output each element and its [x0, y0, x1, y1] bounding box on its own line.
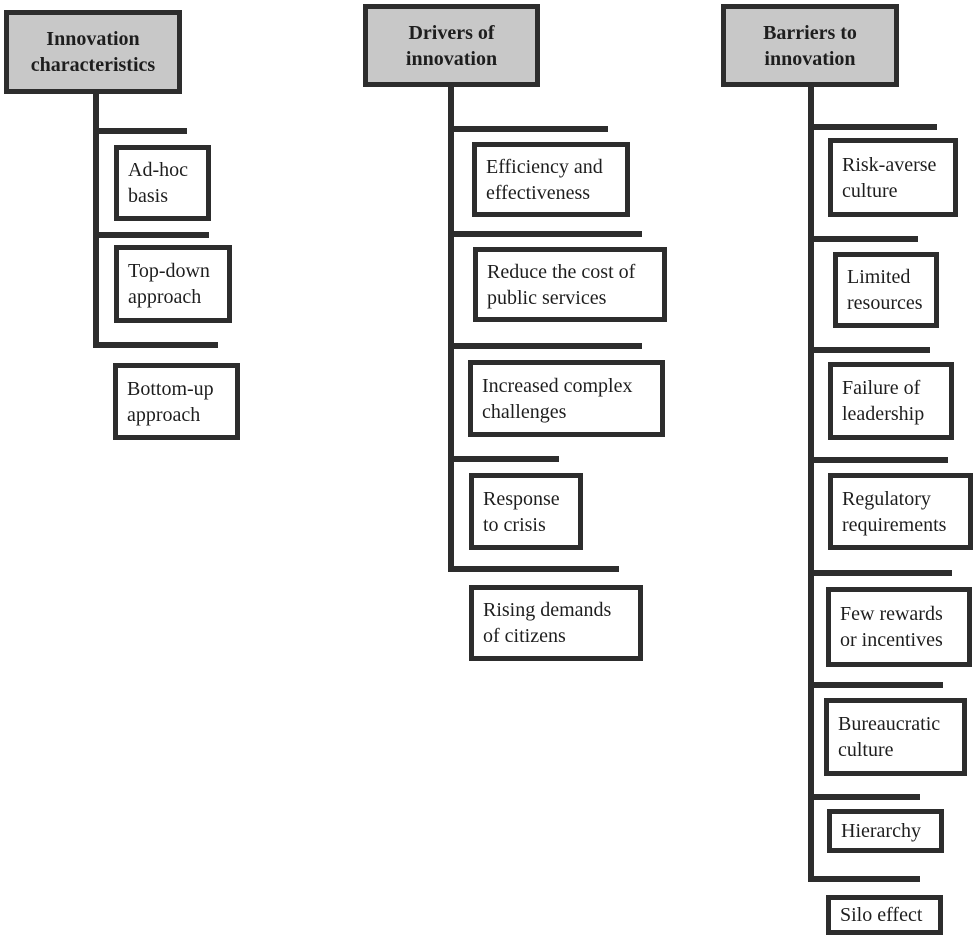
connector-branch [808, 457, 948, 463]
child-node-top-down-approach: Top-down approach [114, 245, 232, 323]
connector-branch [808, 682, 943, 688]
child-node-efficiency-and-effectiveness: Efficiency and effectiveness [472, 142, 630, 217]
connector-branch [808, 876, 920, 882]
connector-branch [808, 124, 937, 130]
connector-branch [808, 794, 920, 800]
header-node-innovation-characteristics: Innovation characteristics [4, 10, 182, 94]
child-node-few-rewards-or-incentives: Few rewards or incentives [826, 587, 972, 667]
connector-branch [448, 566, 619, 572]
connector-branch [93, 342, 218, 348]
connector-branch [93, 232, 209, 238]
child-node-risk-averse-culture: Risk-averse culture [828, 138, 958, 217]
connector-trunk [93, 92, 99, 348]
child-node-limited-resources: Limited resources [833, 252, 939, 328]
connector-branch [448, 343, 642, 349]
connector-branch [93, 128, 187, 134]
connector-branch [808, 347, 930, 353]
header-node-barriers-to-innovation: Barriers to innovation [721, 4, 899, 87]
child-node-response-to-crisis: Response to crisis [469, 473, 583, 550]
connector-branch [808, 570, 952, 576]
child-node-reduce-the-cost-of-public-services: Reduce the cost of public services [473, 247, 667, 322]
child-node-bureaucratic-culture: Bureaucratic culture [824, 698, 967, 776]
connector-branch [448, 231, 642, 237]
connector-branch [808, 236, 918, 242]
child-node-silo-effect: Silo effect [826, 895, 943, 935]
child-node-failure-of-leadership: Failure of leadership [828, 362, 954, 440]
child-node-hierarchy: Hierarchy [827, 809, 944, 853]
child-node-increased-complex-challenges: Increased complex challenges [468, 360, 665, 437]
connector-trunk [808, 85, 814, 882]
child-node-ad-hoc-basis: Ad-hoc basis [114, 145, 211, 221]
connector-branch [448, 456, 559, 462]
child-node-regulatory-requirements: Regulatory requirements [828, 473, 973, 550]
child-node-bottom-up-approach: Bottom-up approach [113, 363, 240, 440]
header-node-drivers-of-innovation: Drivers of innovation [363, 4, 540, 87]
child-node-rising-demands-of-citizens: Rising demands of citizens [469, 585, 643, 661]
connector-trunk [448, 85, 454, 572]
connector-branch [448, 126, 608, 132]
